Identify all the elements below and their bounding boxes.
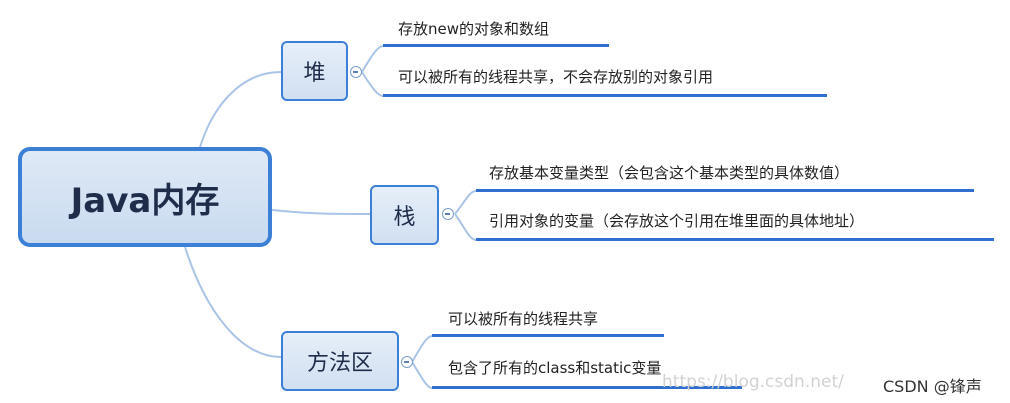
branch-method-area[interactable]: 方法区	[281, 331, 399, 391]
stack-item-2[interactable]: 引用对象的变量（会存放这个引用在堆里面的具体地址）	[489, 212, 865, 230]
connector-heap-item2	[361, 71, 384, 97]
heap-item-1[interactable]: 存放new的对象和数组	[398, 20, 550, 38]
collapse-stack-icon[interactable]	[442, 208, 454, 220]
method-area-item-1-underline	[432, 334, 664, 337]
stack-item-1[interactable]: 存放基本变量类型（会包含这个基本类型的具体数值）	[489, 164, 850, 182]
collapse-method-area-icon[interactable]	[401, 356, 413, 368]
method-area-item-2[interactable]: 包含了所有的class和static变量	[448, 359, 662, 377]
method-area-item-1[interactable]: 可以被所有的线程共享	[448, 310, 599, 328]
connector-stack-item1	[454, 190, 477, 215]
connector-stack-item2	[454, 213, 477, 241]
csdn-credit: CSDN @锋声	[883, 373, 982, 397]
method-area-item-2-underline	[432, 386, 742, 389]
connector-method-item2	[411, 361, 433, 389]
url-watermark: https://blog.csdn.net/	[662, 372, 844, 392]
connector-root-heap	[199, 71, 282, 148]
connector-method-item1	[411, 335, 433, 363]
branch-heap-label: 堆	[303, 61, 326, 86]
branch-stack[interactable]: 栈	[370, 185, 439, 245]
heap-item-2[interactable]: 可以被所有的线程共享，不会存放别的对象引用	[398, 68, 714, 86]
collapse-heap-icon[interactable]	[350, 66, 362, 78]
root-node[interactable]: Java内存	[18, 147, 272, 247]
branch-method-area-label: 方法区	[306, 351, 373, 376]
connector-root-stack	[271, 209, 371, 215]
stack-item-2-underline	[476, 238, 994, 241]
branch-heap[interactable]: 堆	[281, 41, 348, 101]
heap-item-2-underline	[383, 94, 827, 97]
connector-root-method	[184, 246, 282, 358]
connector-heap-item1	[361, 45, 384, 73]
root-label: Java内存	[70, 180, 220, 221]
stack-item-1-underline	[476, 189, 974, 192]
branch-stack-label: 栈	[393, 205, 416, 230]
heap-item-1-underline	[383, 44, 609, 47]
